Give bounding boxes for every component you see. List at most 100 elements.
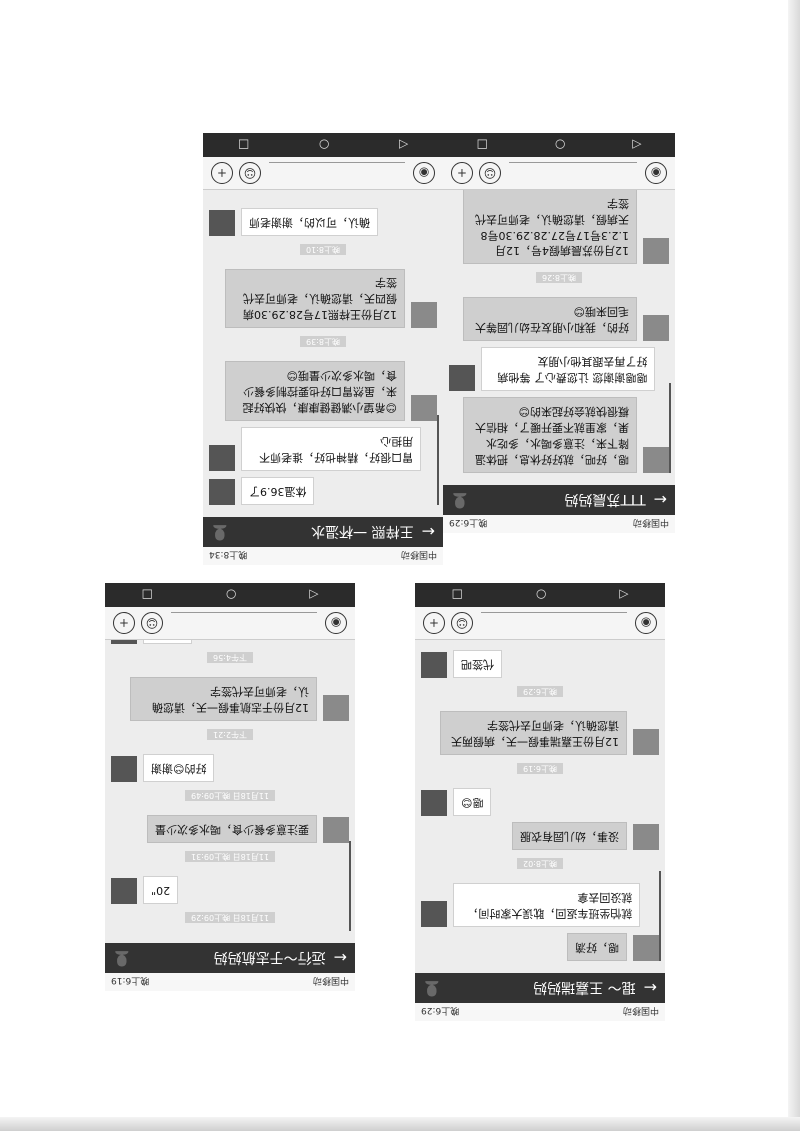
voice-icon[interactable]: ◉ [325,612,347,634]
arrow-left-icon[interactable]: ← [643,978,657,998]
scrollbar[interactable] [437,415,439,505]
nav-home-icon[interactable]: ○ [318,138,330,152]
arrow-left-icon[interactable]: ← [333,948,347,968]
avatar[interactable] [411,395,437,422]
message-bubble[interactable]: 嗯嗯谢谢您 让您费心了 等他病好了再去跟其他小朋友 [481,347,656,392]
avatar[interactable] [421,901,447,928]
contact-nickname: 琨～ [607,979,636,995]
message-bubble[interactable]: 好的😊谢谢 [143,754,215,783]
avatar[interactable] [633,824,659,851]
message-bubble[interactable]: 嗯，好吧，就好好休息，把体温降下来，注意多喝水，多吃水果，家里就不要开暖了，相信… [462,397,637,473]
system-nav-bar: ◁ ○ □ [203,133,443,157]
message-input[interactable] [481,612,627,634]
message-bubble[interactable]: 好的，我和小朋友在幼儿园等大毛回来哦😊 [462,297,637,342]
message-row: 代签吧 [421,650,659,679]
timestamp-label: 晚上6:29 [517,686,563,698]
avatar[interactable] [209,479,235,505]
avatar[interactable] [209,209,235,236]
contact-name: TTT苏晨妈妈 [564,491,646,507]
message-bubble[interactable]: 嗯😊 [453,788,492,817]
avatar[interactable] [323,695,349,722]
scrollbar[interactable] [349,841,351,931]
nav-home-icon[interactable]: ○ [554,138,566,152]
emoji-icon[interactable]: ☺ [451,612,473,634]
message-timestamp: 晚上6:29 [421,685,659,704]
plus-icon[interactable]: + [211,162,233,184]
chat-title: 王梓熙 一杯温水 [228,522,413,542]
avatar[interactable] [421,790,447,817]
nav-home-icon[interactable]: ○ [535,588,547,602]
nav-back-icon[interactable]: ◁ [309,588,319,602]
plus-icon[interactable]: + [451,162,473,184]
timestamp-label: 晚上8:39 [300,336,346,348]
nav-home-icon[interactable]: ○ [225,588,237,602]
message-bubble[interactable]: 体温36.9了 [241,477,315,505]
message-input[interactable] [171,612,317,634]
avatar[interactable] [411,302,437,329]
nav-back-icon[interactable]: ◁ [619,588,629,602]
status-bar: 中国移动 晚上6:29 [415,1003,665,1021]
message-bubble[interactable]: 要注意多餐少食，喝水多次少量 [147,815,317,844]
message-bubble[interactable]: 12月份王嘉瑞事假一天，病假两天请您确认，老师可去代签字 [439,711,627,756]
message-timestamp: 11月18日 晚上09:31 [111,850,349,869]
message-timestamp: 晚上6:19 [421,762,659,781]
avatar[interactable] [633,935,659,961]
avatar[interactable] [421,652,447,679]
message-input[interactable] [269,162,405,184]
emoji-icon[interactable]: ☺ [479,162,501,184]
message-input[interactable] [509,162,637,184]
status-bar: 中国移动 晚上6:29 [443,515,675,533]
scrollbar[interactable] [659,871,661,961]
voice-icon[interactable]: ◉ [413,162,435,184]
message-bubble[interactable]: 12月份苏晨病假4号，12月1.2.3号17号27.28.29.30号8天病假，… [462,188,637,265]
avatar[interactable] [643,315,669,342]
message-bubble[interactable]: 嗯，好滴 [567,933,627,961]
message-row: 12月份王嘉瑞事假一天，病假两天请您确认，老师可去代签字 [421,711,659,756]
avatar[interactable] [633,729,659,756]
voice-message-bubble[interactable]: 20" [143,876,179,904]
voice-icon[interactable]: ◉ [645,162,667,184]
message-bubble[interactable]: 确认，可以的，谢谢老师 [241,207,378,236]
message-list: 11月18日 晚上09:29 20"11月18日 晚上09:31 要注意多餐少食… [105,604,355,943]
avatar[interactable] [643,238,669,265]
emoji-icon[interactable]: ☺ [141,612,163,634]
avatar[interactable] [111,878,137,904]
message-row: 12月份苏晨病假4号，12月1.2.3号17号27.28.29.30号8天病假，… [449,188,669,265]
contact-nickname: 王梓熙 [371,523,414,539]
avatar[interactable] [323,817,349,844]
message-bubble[interactable]: 😊希望小满健健康康，快快好起来，虽然胃口好也要控制多餐少食，喝水多次少量哦😊 [224,361,405,422]
message-bubble[interactable]: 12月份于志航事假一天，请您确认，老师可去代签字 [129,677,317,722]
plus-icon[interactable]: + [113,612,135,634]
nav-back-icon[interactable]: ◁ [632,138,642,152]
nav-recent-icon[interactable]: □ [141,588,153,602]
message-timestamp: 晚上8:26 [449,272,669,291]
plus-icon[interactable]: + [423,612,445,634]
avatar[interactable] [111,756,137,783]
arrow-left-icon[interactable]: ← [653,490,667,510]
person-icon[interactable]: 👤 [423,980,441,996]
scrollbar[interactable] [669,383,671,473]
message-bubble[interactable]: 胃口很好，精神也好，谁老师不用担心 [241,427,422,472]
chat-title-bar: ← TTT苏晨妈妈 👤 [443,485,675,515]
message-bubble[interactable]: 没事，幼儿园有衣服 [512,822,627,851]
avatar[interactable] [449,365,475,392]
nav-recent-icon[interactable]: □ [451,588,463,602]
emoji-icon[interactable]: ☺ [239,162,261,184]
nav-back-icon[interactable]: ◁ [398,138,409,152]
person-icon[interactable]: 👤 [451,492,469,508]
person-icon[interactable]: 👤 [211,524,229,540]
avatar[interactable] [209,445,235,472]
person-icon[interactable]: 👤 [113,950,131,966]
message-timestamp: 11月18日 晚上09:49 [111,789,349,808]
status-time: 晚上6:29 [421,1005,460,1016]
nav-recent-icon[interactable]: □ [476,138,488,152]
nav-recent-icon[interactable]: □ [237,138,250,152]
arrow-left-icon[interactable]: ← [421,522,435,542]
status-time: 晚上6:19 [111,975,150,986]
chat-screenshot-top-right: 中国移动 晚上6:29 ← TTT苏晨妈妈 👤 嗯，好吧，就好好休息，把体温降下… [443,133,675,533]
message-bubble[interactable]: 12月份王梓熙17号28.29.30病假四天，请您确认，老师可去代签字 [224,268,405,329]
voice-icon[interactable]: ◉ [635,612,657,634]
avatar[interactable] [643,447,669,473]
message-bubble[interactable]: 代签吧 [453,650,502,679]
message-bubble[interactable]: 就怕坐班车返回，耽误大家时间，就没回去拿 [453,883,641,928]
